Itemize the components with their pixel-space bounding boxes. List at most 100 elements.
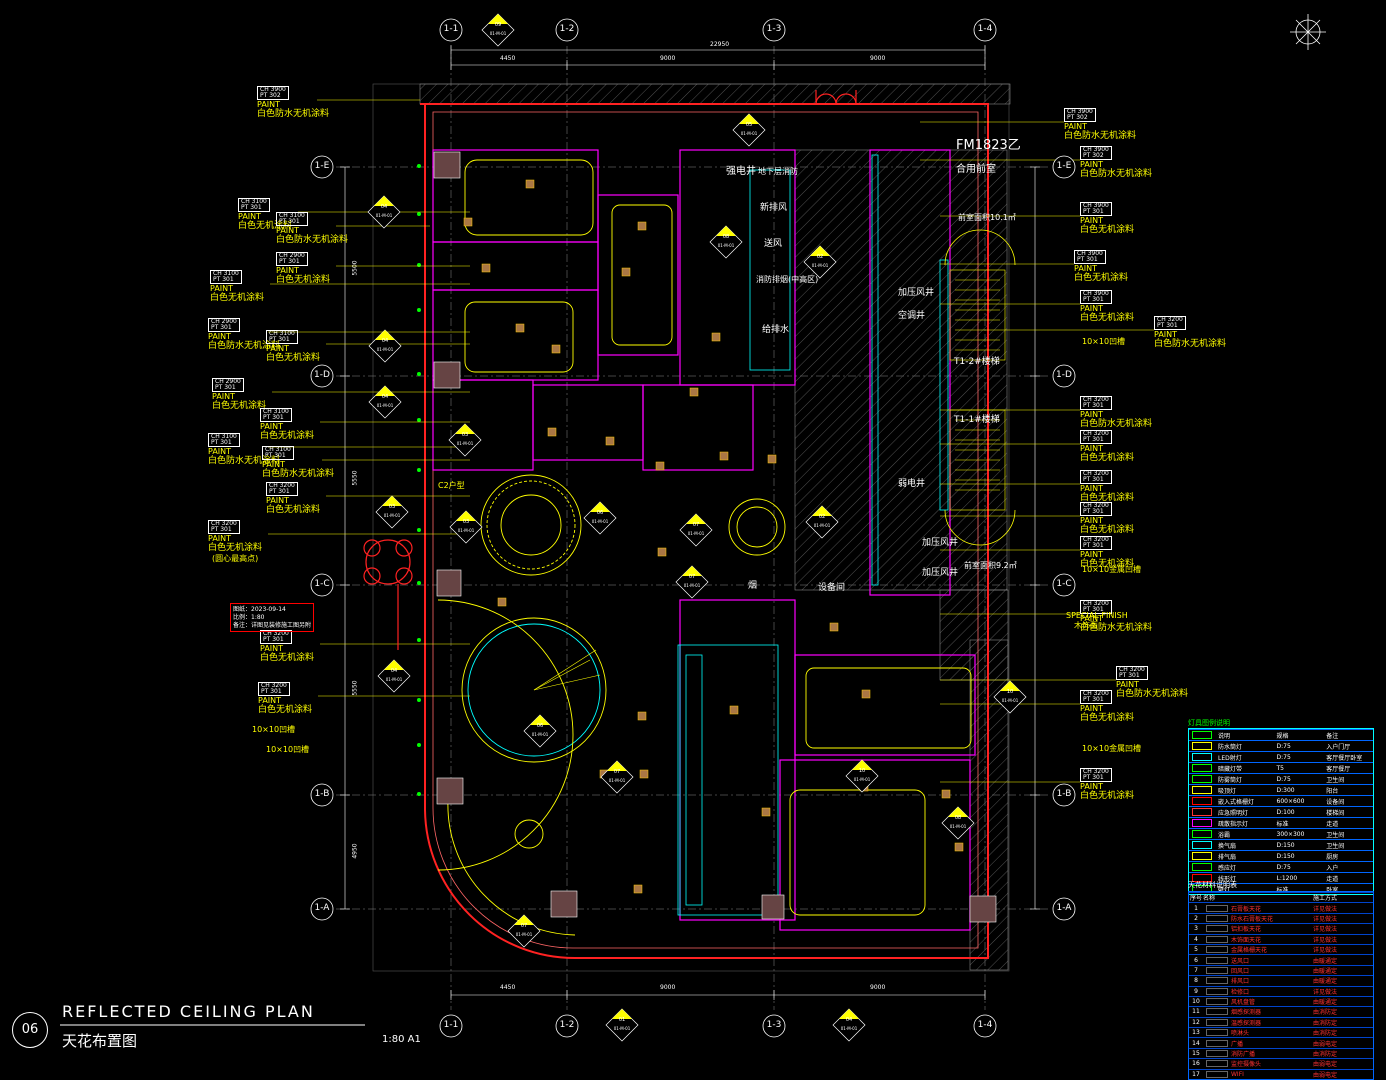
material-method: 详见做法 [1313, 947, 1338, 955]
section-mark-arrow [530, 715, 550, 725]
material-symbol-icon [1206, 998, 1228, 1006]
material-name: 温感探测器 [1231, 1019, 1262, 1027]
grid-bottom-3-label: 1-4 [977, 1020, 993, 1030]
grid-right-3-label: 1-B [1056, 789, 1072, 799]
grid-right-1-bubble [1052, 364, 1076, 388]
revision-note-box: 图纸：2023-09-14 比例：1:80 备注：详图见装修施工图另附 [230, 603, 314, 632]
section-mark-arrow [739, 114, 759, 124]
material-method: 详见做法 [1313, 915, 1338, 923]
legend-cell: LED射灯 [1218, 754, 1242, 762]
finish-desc: 白色无机涂料 [266, 505, 321, 515]
drawing-scale: 1:80 A1 [382, 1034, 421, 1045]
legend-title: 灯具图例说明 [1188, 719, 1230, 727]
material-name: 广播 [1231, 1040, 1244, 1048]
finish-desc: 白色无机涂料 [1080, 791, 1135, 801]
legend-cell: D:75 [1276, 775, 1291, 783]
finish-desc: 白色无机涂料 [1074, 273, 1129, 283]
dim-top-2: 9000 [870, 55, 886, 62]
section-mark-sheet: 01-M-01 [683, 583, 701, 588]
paint-label: PAINT [1080, 160, 1104, 169]
row-number: 8 [1194, 977, 1198, 985]
cyan-details [677, 154, 949, 916]
legend-cell: 标准 [1276, 820, 1289, 828]
room-label-13: 加压风井 [922, 538, 959, 548]
room-label-11: 前室面积10.1㎡ [958, 213, 1016, 222]
material-name: 金属格栅天花 [1231, 947, 1268, 955]
section-mark-sheet: 01-M-01 [811, 263, 829, 268]
material-symbol-icon [1206, 904, 1228, 912]
legend-symbol-icon [1192, 841, 1212, 849]
paint-label: PAINT [1080, 304, 1104, 313]
legend-cell: 感应灯 [1218, 864, 1237, 872]
material-symbol-icon [1206, 1070, 1228, 1078]
row-number: 11 [1192, 1008, 1200, 1016]
paint-label: PAINT [1064, 122, 1088, 131]
section-mark-arrow [948, 807, 968, 817]
legend-cell: D:100 [1276, 808, 1295, 816]
right-note-4: 10×10金属凹槽 [1082, 744, 1142, 753]
grid-top-0-label: 1-1 [443, 24, 459, 34]
room-label-8: 空调井 [898, 311, 926, 321]
drawing-title-en: REFLECTED CEILING PLAN [62, 1002, 315, 1021]
grid-left-1-label: 1-D [314, 370, 330, 380]
room-label-3: 新排风 [760, 203, 788, 213]
section-mark-sheet: 01-M-01 [613, 1026, 631, 1031]
paint-label: PAINT [208, 332, 232, 341]
material-name: 送风口 [1231, 957, 1250, 965]
legend-cell: 防水筒灯 [1218, 743, 1243, 751]
room-label-14: 加压风井 [922, 568, 959, 578]
room-label-6: 给排水 [762, 325, 790, 335]
room-label-2: 地下层消防 [758, 167, 798, 176]
interior-partitions [432, 149, 976, 931]
north-arrow [1290, 14, 1326, 50]
material-name: 喷淋头 [1231, 1030, 1250, 1038]
dim-bottom-0: 4450 [500, 984, 516, 991]
grid-left-4-bubble [310, 897, 334, 921]
legend-cell: 浴霸 [1218, 831, 1231, 839]
row-number: 5 [1194, 946, 1198, 954]
room-label-7: 加压风井 [898, 288, 935, 298]
material-table-header: 序号名称施工方式 [1189, 892, 1373, 902]
door-tag: FM1823乙 [956, 138, 1021, 153]
grid-top-0-bubble [439, 18, 463, 42]
legend-cell: 厨房 [1326, 853, 1339, 861]
legend-symbol-icon [1192, 819, 1212, 827]
finish-desc: 白色无机涂料 [258, 705, 313, 715]
sheet-number: 06 [12, 1012, 48, 1048]
section-mark-arrow [456, 511, 476, 521]
material-symbol-icon [1206, 1029, 1228, 1037]
row-number: 6 [1194, 956, 1198, 964]
grid-right-4-label: 1-A [1056, 903, 1072, 913]
section-mark-arrow [612, 1009, 632, 1019]
material-method: 详见做法 [1313, 905, 1338, 913]
note-line-1: 比例：1:80 [233, 614, 265, 621]
legend-cell: 入户门厅 [1326, 743, 1351, 751]
section-mark-number: 08 [954, 815, 962, 821]
